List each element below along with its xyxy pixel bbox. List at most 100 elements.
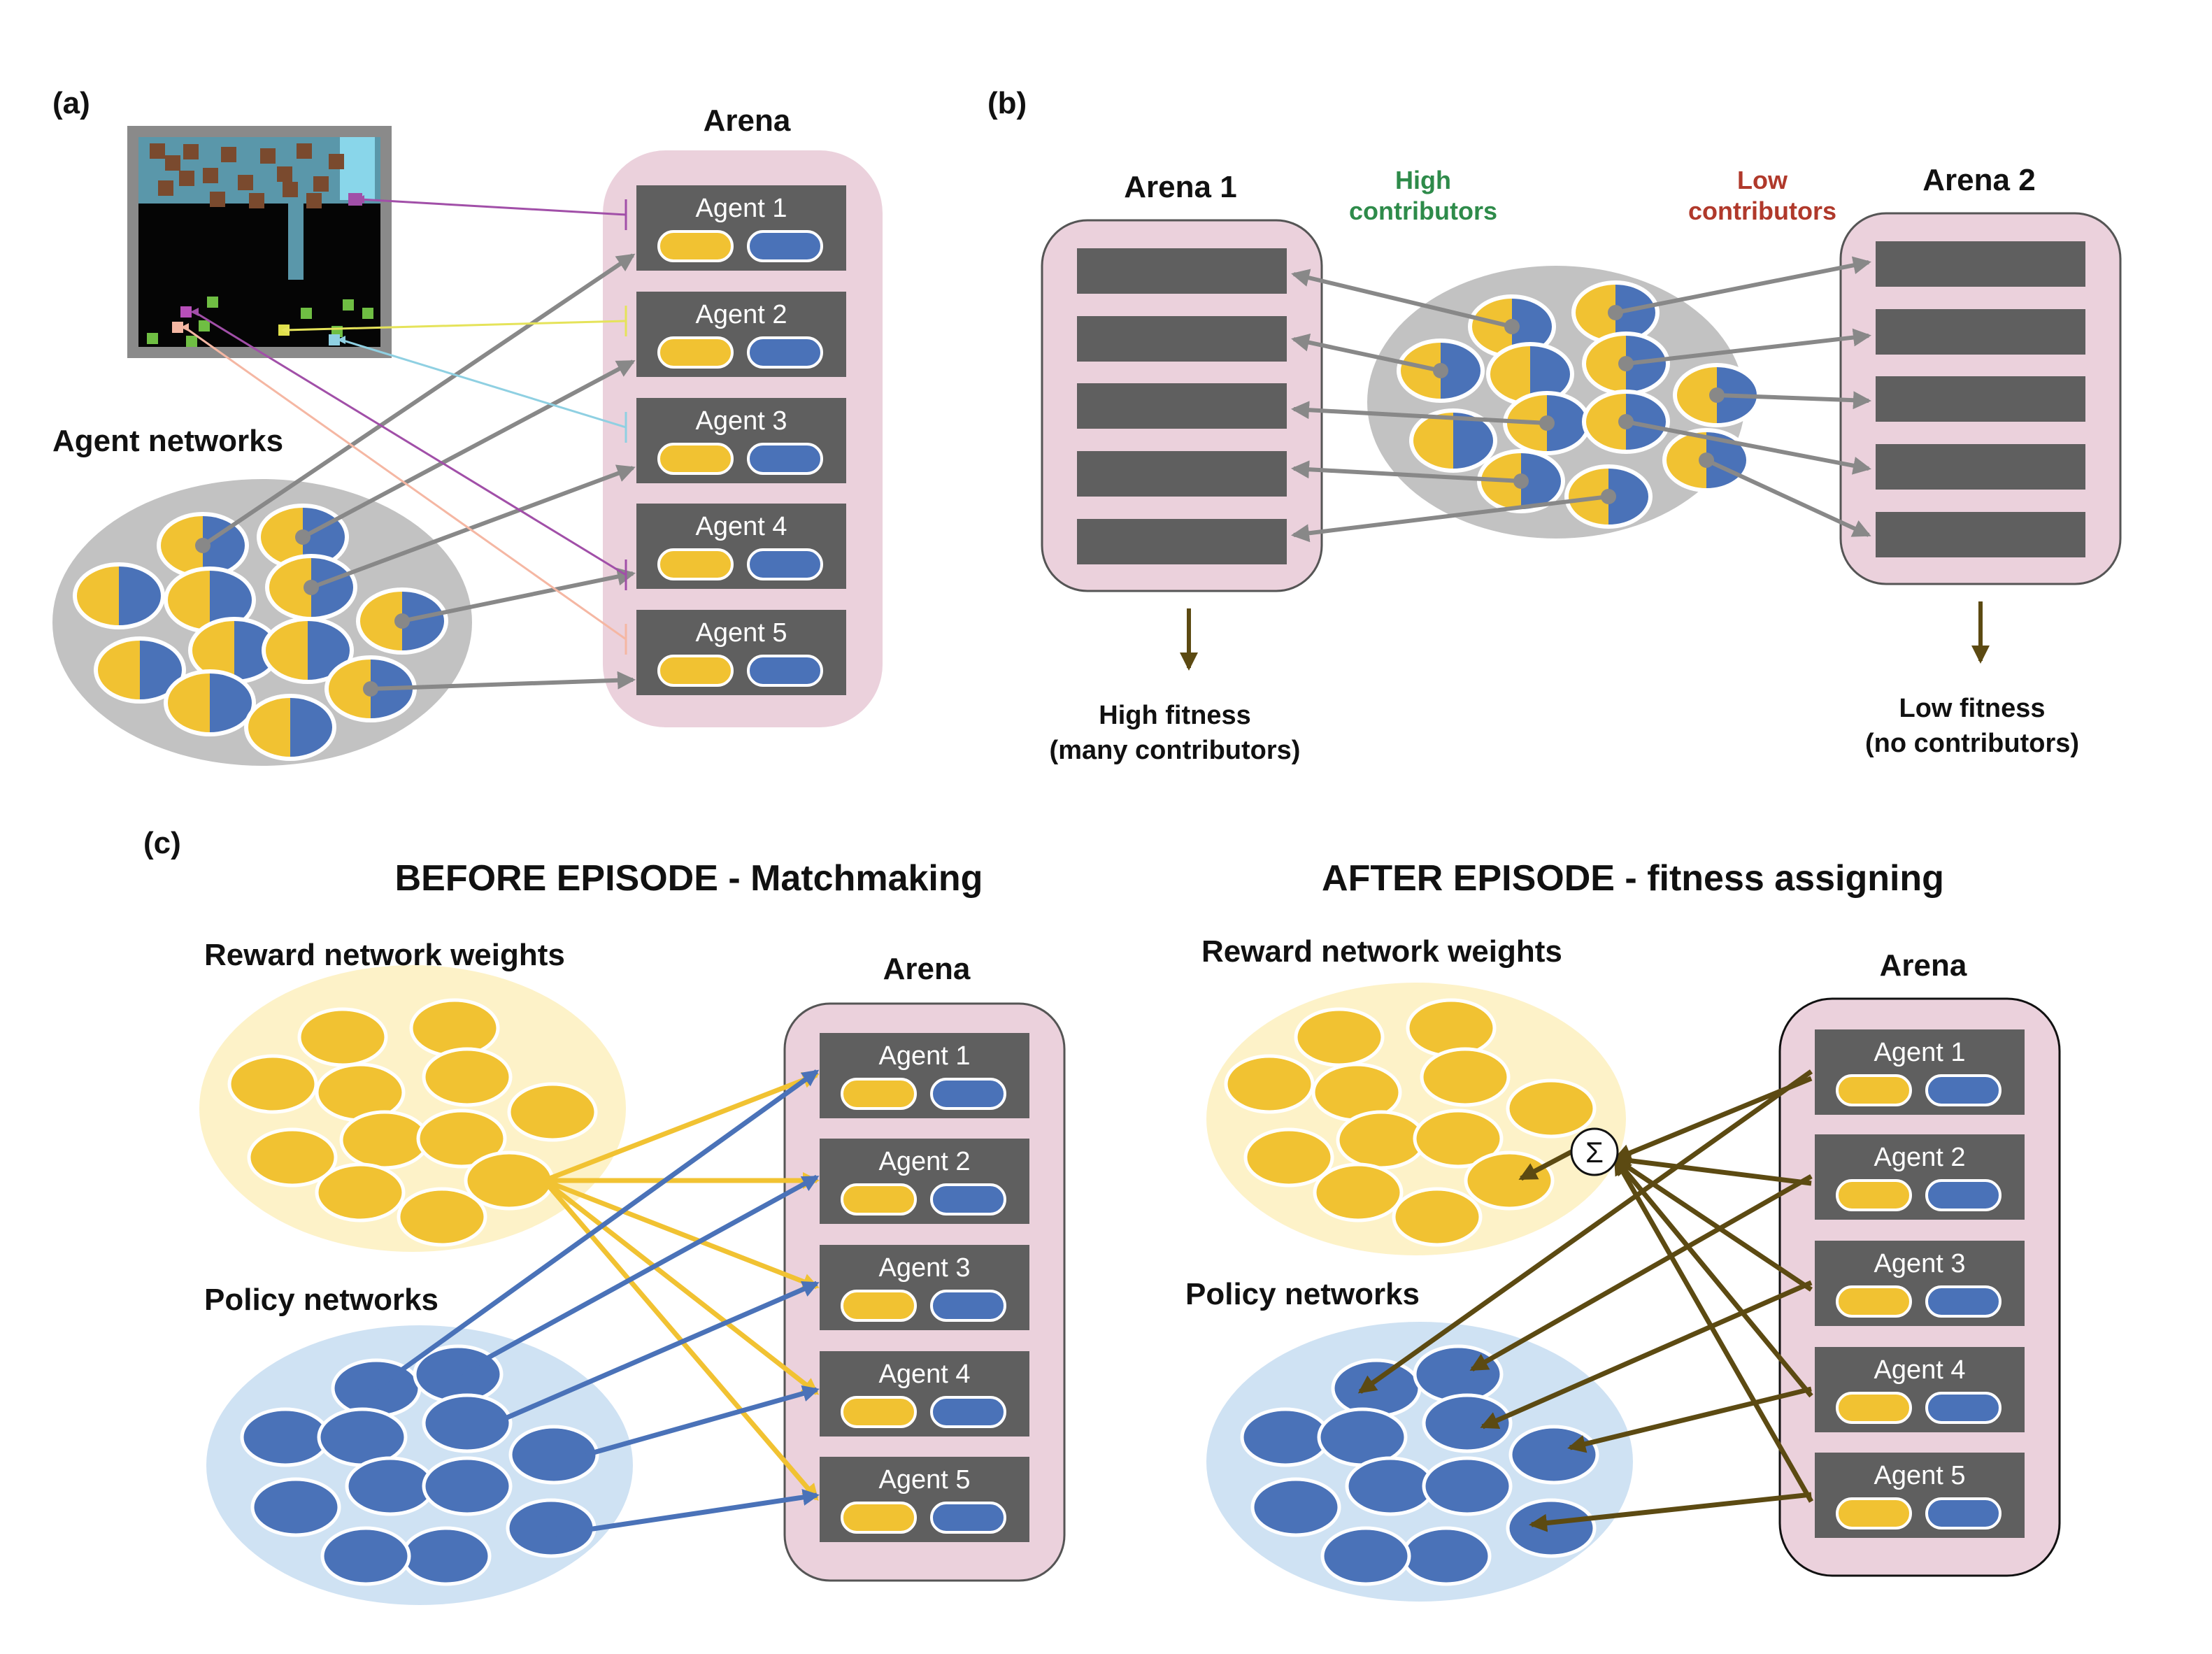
agent-network-group bbox=[73, 504, 448, 761]
policy-half bbox=[234, 621, 276, 680]
pointer-arrowhead bbox=[180, 323, 189, 331]
agent-network-4 bbox=[164, 566, 256, 634]
grass-tile bbox=[207, 297, 218, 308]
reward-net-before-6 bbox=[507, 1082, 598, 1142]
reward-matchmaking-arrow bbox=[542, 1178, 820, 1395]
arena-2-slot-4 bbox=[1876, 444, 2085, 490]
policy-slot bbox=[930, 1183, 1006, 1215]
reward-net-after-2 bbox=[1406, 998, 1497, 1058]
agent-network-6 bbox=[356, 587, 448, 655]
policy-slot bbox=[747, 443, 823, 475]
reward-slot bbox=[1836, 1074, 1912, 1106]
policy-half bbox=[1441, 343, 1480, 399]
dirt-tile bbox=[260, 148, 276, 164]
agent-assignment-arrow bbox=[310, 464, 636, 590]
agent-label: Agent 1 bbox=[1874, 1038, 1966, 1067]
dirt-tile bbox=[297, 143, 312, 159]
agent-network-12 bbox=[244, 694, 336, 761]
agent-label: Agent 3 bbox=[1874, 1249, 1966, 1278]
reward-slot bbox=[1836, 1179, 1912, 1211]
policy-slot bbox=[747, 336, 823, 369]
reward-half bbox=[1586, 394, 1626, 450]
pointer-arrowhead bbox=[281, 326, 290, 334]
agent-assignment-arrow bbox=[201, 253, 636, 548]
arena-1-slot-3 bbox=[1077, 383, 1287, 429]
policy-slot bbox=[1925, 1179, 2001, 1211]
dirt-tile bbox=[179, 171, 194, 186]
reward-net-after-7 bbox=[1243, 1127, 1334, 1188]
policy-slot bbox=[930, 1078, 1006, 1110]
agent-networks-label: Agent networks bbox=[52, 424, 283, 458]
reward-half bbox=[329, 660, 371, 718]
reward-net-after-9 bbox=[1413, 1108, 1504, 1169]
after-episode-title: AFTER EPISODE - fitness assigning bbox=[1322, 858, 1944, 899]
agent-assignment-arrow bbox=[401, 567, 636, 623]
agent-3: Agent 3 bbox=[636, 398, 846, 483]
reward-half bbox=[248, 698, 290, 757]
agent-assignment-arrow bbox=[370, 671, 636, 691]
policy-matchmaking-arrow bbox=[374, 1069, 820, 1390]
reward-net-before-9 bbox=[416, 1108, 507, 1169]
policy-half bbox=[210, 571, 252, 629]
reward-net-before-2 bbox=[409, 998, 500, 1058]
player-sprite bbox=[329, 334, 340, 345]
arena-1-slot-1 bbox=[1077, 248, 1287, 294]
grass-tile bbox=[343, 299, 354, 311]
agent-1: Agent 1 bbox=[636, 185, 846, 271]
policy-slot bbox=[1925, 1285, 2001, 1318]
policy-half bbox=[290, 698, 332, 757]
arena-1-slot-2 bbox=[1077, 316, 1287, 362]
agent-5: Agent 5 bbox=[636, 610, 846, 695]
policy-net-before-5 bbox=[422, 1393, 513, 1453]
policy-half bbox=[1615, 285, 1655, 341]
panel-a-label: (a) bbox=[52, 86, 90, 120]
reward-slot bbox=[841, 1502, 917, 1534]
policy-half bbox=[119, 566, 161, 625]
policy-net-after-10 bbox=[1506, 1498, 1597, 1558]
policy-slot bbox=[747, 548, 823, 580]
policy-half bbox=[402, 592, 444, 650]
reward-slot bbox=[1836, 1285, 1912, 1318]
fitness-policy-arrow bbox=[1567, 1386, 1812, 1453]
pointer-line bbox=[285, 320, 627, 331]
reward-slot bbox=[657, 548, 734, 580]
arena-1-arrow bbox=[1291, 494, 1609, 543]
policy-net-after-6 bbox=[1508, 1425, 1599, 1485]
dirt-tile bbox=[165, 155, 180, 171]
policy-half bbox=[1453, 413, 1493, 469]
reward-slot bbox=[657, 230, 734, 262]
dirt-tile bbox=[313, 176, 329, 192]
policy-net-before-9 bbox=[422, 1456, 513, 1516]
reward-net-after-6 bbox=[1506, 1078, 1597, 1139]
dirt-tile bbox=[249, 193, 264, 208]
policy-matchmaking-arrow bbox=[550, 1489, 820, 1538]
reward-half bbox=[1586, 336, 1626, 392]
reward-half bbox=[1677, 367, 1717, 423]
agent-label: Agent 4 bbox=[696, 512, 787, 541]
dirt-tile bbox=[283, 182, 298, 197]
arena-before-title: Arena bbox=[883, 952, 971, 986]
panel-c-label: (c) bbox=[143, 826, 181, 860]
agent-label: Agent 1 bbox=[879, 1041, 971, 1071]
reward-half bbox=[77, 566, 119, 625]
panel-c: (c) BEFORE EPISODE - Matchmaking AFTER E… bbox=[143, 826, 2061, 1605]
reward-slot bbox=[1836, 1392, 1912, 1424]
player-sprite bbox=[180, 306, 192, 318]
policy-net-before-12 bbox=[320, 1526, 411, 1586]
grass-tile bbox=[186, 336, 197, 347]
dirt-tile bbox=[150, 143, 165, 159]
arena-1-slot-4 bbox=[1077, 451, 1287, 497]
policy-net-after-9 bbox=[1422, 1456, 1513, 1516]
agent-label: Agent 5 bbox=[696, 618, 787, 648]
dirt-tile bbox=[329, 154, 344, 169]
arena-1-slot-5 bbox=[1077, 519, 1287, 564]
agent-label: Agent 2 bbox=[879, 1147, 971, 1176]
arena-2-slot-1 bbox=[1876, 241, 2085, 287]
reward-half bbox=[1401, 343, 1441, 399]
policy-slot bbox=[747, 655, 823, 687]
arena-2-arrow bbox=[1615, 256, 1871, 315]
